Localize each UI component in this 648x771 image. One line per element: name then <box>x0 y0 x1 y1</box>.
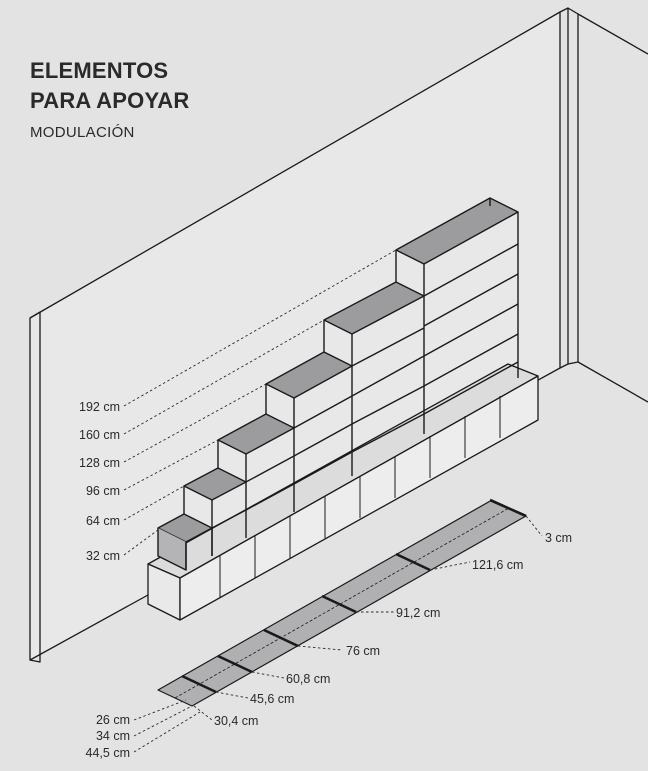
width-label-3: 3 cm <box>545 531 572 545</box>
height-label-96: 96 cm <box>86 484 120 498</box>
wall-edge-thickness <box>29 311 41 663</box>
depth-label-44-5: 44,5 cm <box>86 746 130 760</box>
right-wall <box>577 13 648 403</box>
width-label-121-6: 121,6 cm <box>472 558 523 572</box>
height-label-32: 32 cm <box>86 549 120 563</box>
corner-pillar <box>559 7 569 369</box>
footprint-ticks <box>181 498 527 694</box>
depth-label-26: 26 cm <box>96 713 130 727</box>
width-label-45-6: 45,6 cm <box>250 692 294 706</box>
shelving-units <box>157 197 519 571</box>
cabinet-long-front <box>179 375 539 621</box>
depth-label-34: 34 cm <box>96 729 130 743</box>
cabinet-door-dividers <box>219 396 501 598</box>
height-label-192: 192 cm <box>79 400 120 414</box>
width-label-91-2: 91,2 cm <box>396 606 440 620</box>
page-title-line-1: ELEMENTOS <box>30 58 169 83</box>
depth-labels: 26 cm 34 cm 44,5 cm <box>86 713 130 760</box>
width-label-60-8: 60,8 cm <box>286 672 330 686</box>
height-label-64: 64 cm <box>86 514 120 528</box>
height-label-160: 160 cm <box>79 428 120 442</box>
width-label-76: 76 cm <box>346 644 380 658</box>
page-title-line-2: PARA APOYAR <box>30 88 190 113</box>
height-labels: 192 cm 160 cm 128 cm 96 cm 64 cm 32 cm <box>79 400 120 563</box>
page-subtitle: MODULACIÓN <box>30 124 135 141</box>
leader-lines <box>123 249 543 753</box>
width-label-30-4: 30,4 cm <box>214 714 258 728</box>
height-label-128: 128 cm <box>79 456 120 470</box>
room-walls <box>29 7 648 663</box>
width-labels: 3 cm 121,6 cm 91,2 cm 76 cm 60,8 cm 45,6… <box>214 531 572 728</box>
corner-pillar-2 <box>567 7 579 365</box>
